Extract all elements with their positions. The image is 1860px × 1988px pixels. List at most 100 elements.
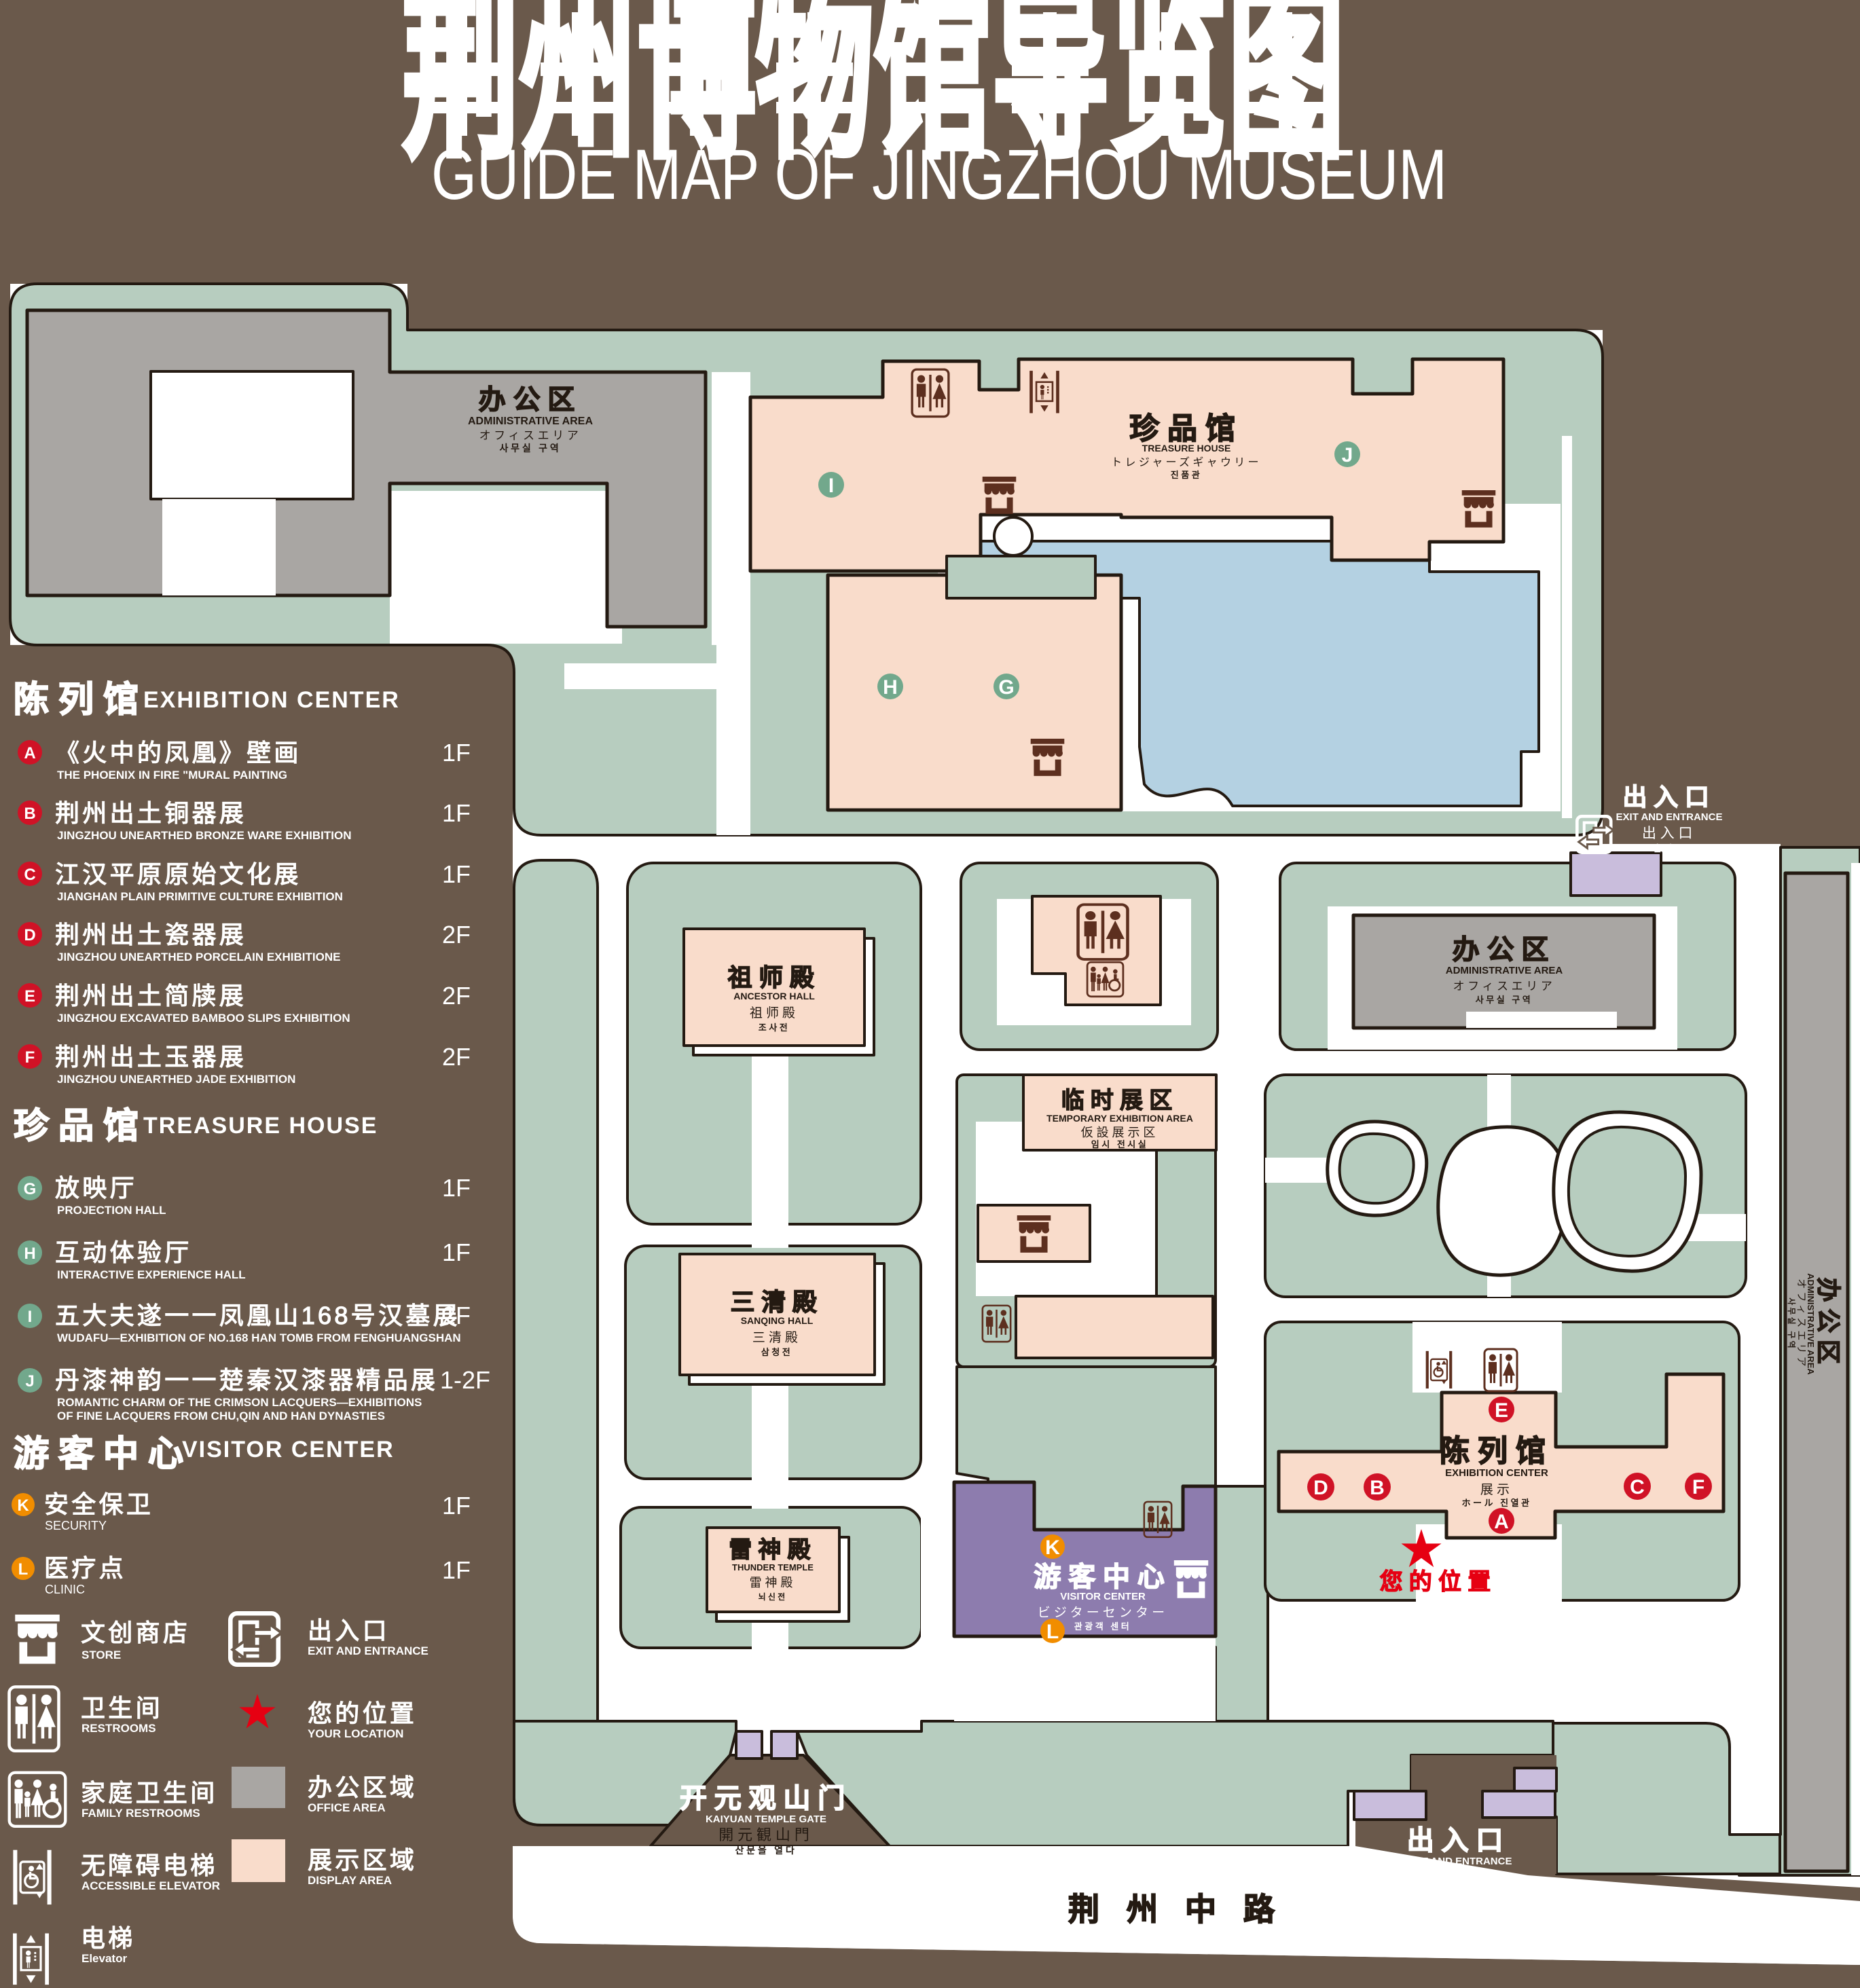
svg-text:D: D xyxy=(24,926,35,944)
svg-text:I: I xyxy=(28,1308,33,1326)
svg-text:出入口: 出入口 xyxy=(1407,1826,1510,1856)
svg-text:GUIDE MAP OF JINGZHOU MUSEUM: GUIDE MAP OF JINGZHOU MUSEUM xyxy=(431,135,1447,215)
svg-text:ADMINISTRATIVE AREA: ADMINISTRATIVE AREA xyxy=(1806,1273,1816,1375)
svg-text:展示区域: 展示区域 xyxy=(308,1846,417,1874)
svg-text:J: J xyxy=(25,1372,34,1391)
svg-text:A: A xyxy=(24,744,35,762)
svg-text:VISITOR CENTER: VISITOR CENTER xyxy=(182,1437,395,1462)
svg-text:出入口: 出入口 xyxy=(1622,783,1715,811)
svg-text:H: H xyxy=(24,1245,35,1263)
svg-text:EXIT AND ENTRANCE: EXIT AND ENTRANCE xyxy=(308,1644,428,1657)
svg-text:トレジャーズギャウリー: トレジャーズギャウリー xyxy=(1111,456,1262,468)
svg-text:荆州博物馆导览图: 荆州博物馆导览图 xyxy=(402,0,1345,180)
svg-text:陈列馆: 陈列馆 xyxy=(14,680,148,720)
svg-text:E: E xyxy=(24,987,35,1006)
svg-text:C: C xyxy=(1630,1476,1645,1498)
svg-text:WUDAFU—EXHIBITION OF NO.168 HA: WUDAFU—EXHIBITION OF NO.168 HAN TOMB FRO… xyxy=(57,1331,461,1344)
svg-text:2F: 2F xyxy=(442,921,471,949)
svg-text:荆州出土简牍展: 荆州出土简牍展 xyxy=(55,982,247,1010)
svg-text:RESTROOMS: RESTROOMS xyxy=(81,1722,156,1735)
svg-text:安全保卫: 安全保卫 xyxy=(44,1490,153,1518)
svg-text:办公区: 办公区 xyxy=(479,385,582,415)
svg-text:ADMINISTRATIVE AREA: ADMINISTRATIVE AREA xyxy=(1446,965,1563,976)
svg-text:EXHIBITION CENTER: EXHIBITION CENTER xyxy=(143,687,400,713)
svg-text:PROJECTION HALL: PROJECTION HALL xyxy=(57,1204,166,1217)
svg-text:《火中的凤凰》壁画: 《火中的凤凰》壁画 xyxy=(55,739,302,767)
svg-text:STORE: STORE xyxy=(81,1649,121,1661)
svg-text:CLINIC: CLINIC xyxy=(45,1583,85,1596)
svg-text:ANCESTOR HALL: ANCESTOR HALL xyxy=(733,991,815,1001)
svg-text:2F: 2F xyxy=(442,1302,471,1329)
svg-text:SANQING HALL: SANQING HALL xyxy=(741,1315,814,1326)
svg-text:B: B xyxy=(1370,1477,1385,1499)
svg-text:1F: 1F xyxy=(442,1556,471,1584)
svg-text:EXIT AND ENTRANCE: EXIT AND ENTRANCE xyxy=(1406,1856,1512,1867)
svg-text:1F: 1F xyxy=(442,739,471,767)
svg-text:1F: 1F xyxy=(442,1238,471,1266)
svg-text:TREASURE HOUSE: TREASURE HOUSE xyxy=(1142,443,1231,454)
svg-text:オフィスエリア: オフィスエリア xyxy=(1453,980,1556,993)
svg-text:DISPLAY AREA: DISPLAY AREA xyxy=(308,1874,392,1887)
svg-text:TEMPORARY EXHIBITION AREA: TEMPORARY EXHIBITION AREA xyxy=(1046,1113,1193,1124)
svg-text:开元观山门: 开元观山门 xyxy=(680,1784,852,1814)
svg-text:出入口: 出入口 xyxy=(1432,1869,1486,1884)
svg-text:陈列馆: 陈列馆 xyxy=(1440,1435,1554,1468)
svg-text:L: L xyxy=(18,1560,29,1579)
svg-text:사무실 구역: 사무실 구역 xyxy=(1787,1297,1797,1350)
svg-text:雷神殿: 雷神殿 xyxy=(750,1576,797,1589)
svg-text:뇌신전: 뇌신전 xyxy=(759,1591,788,1602)
svg-text:진품관: 진품관 xyxy=(1171,470,1202,480)
svg-text:EXHIBITION CENTER: EXHIBITION CENTER xyxy=(1445,1467,1548,1479)
svg-text:G: G xyxy=(998,676,1014,699)
svg-text:D: D xyxy=(1313,1477,1328,1499)
svg-text:OF FINE LACQUERS FROM CHU,QIN: OF FINE LACQUERS FROM CHU,QIN AND HAN DY… xyxy=(57,1410,385,1422)
svg-text:丹漆神韵一一楚秦汉漆器精品展: 丹漆神韵一一楚秦汉漆器精品展 xyxy=(55,1366,438,1394)
svg-text:開元観山門: 開元観山門 xyxy=(718,1826,814,1843)
svg-text:荆州中路: 荆州中路 xyxy=(1068,1892,1302,1927)
svg-text:五大夫遂一一凤凰山168号汉墓展: 五大夫遂一一凤凰山168号汉墓展 xyxy=(55,1302,460,1329)
svg-text:산문을 열다: 산문을 열다 xyxy=(735,1845,797,1856)
svg-text:THUNDER TEMPLE: THUNDER TEMPLE xyxy=(732,1562,814,1572)
svg-text:仮設展示区: 仮設展示区 xyxy=(1081,1126,1159,1139)
svg-text:家庭卫生间: 家庭卫生间 xyxy=(81,1779,218,1807)
svg-text:游客中心: 游客中心 xyxy=(14,1435,193,1474)
svg-text:1F: 1F xyxy=(442,860,471,888)
svg-text:展示: 展示 xyxy=(1480,1483,1513,1497)
svg-text:F: F xyxy=(25,1048,35,1067)
svg-text:TREASURE HOUSE: TREASURE HOUSE xyxy=(143,1113,378,1139)
svg-text:临时展区: 临时展区 xyxy=(1061,1088,1179,1113)
svg-text:办公区: 办公区 xyxy=(1453,935,1556,965)
svg-text:JINGZHOU UNEARTHED BRONZE WARE: JINGZHOU UNEARTHED BRONZE WARE EXHIBITIO… xyxy=(57,829,352,842)
svg-text:2F: 2F xyxy=(442,982,471,1010)
svg-text:K: K xyxy=(17,1496,29,1515)
svg-text:办公区域: 办公区域 xyxy=(308,1773,417,1801)
svg-text:JINGZHOU UNEARTHED PORCELAIN E: JINGZHOU UNEARTHED PORCELAIN EXHIBITIONE xyxy=(57,951,340,963)
svg-text:K: K xyxy=(1045,1536,1060,1559)
svg-text:A: A xyxy=(1494,1511,1509,1533)
svg-text:JINGZHOU UNEARTHED JADE EXHIBI: JINGZHOU UNEARTHED JADE EXHIBITION xyxy=(57,1073,295,1086)
svg-text:祖师殿: 祖师殿 xyxy=(727,963,820,991)
svg-text:Elevator: Elevator xyxy=(81,1952,127,1965)
svg-text:2F: 2F xyxy=(442,1043,471,1071)
svg-text:珍品馆: 珍品馆 xyxy=(14,1107,148,1146)
svg-text:C: C xyxy=(24,866,35,884)
svg-text:KAIYUAN TEMPLE GATE: KAIYUAN TEMPLE GATE xyxy=(706,1814,826,1825)
svg-text:オフィスエリア: オフィスエリア xyxy=(1795,1278,1807,1369)
svg-text:ビジターセンター: ビジターセンター xyxy=(1038,1605,1168,1620)
svg-text:游客中心: 游客中心 xyxy=(1034,1562,1171,1592)
svg-text:电梯: 电梯 xyxy=(81,1924,136,1952)
svg-text:SECURITY: SECURITY xyxy=(45,1519,107,1532)
svg-text:VISITOR CENTER: VISITOR CENTER xyxy=(1060,1591,1146,1602)
svg-text:EXIT AND ENTRANCE: EXIT AND ENTRANCE xyxy=(1616,811,1723,823)
svg-text:THE PHOENIX IN FIRE "MURAL PAI: THE PHOENIX IN FIRE "MURAL PAINTING xyxy=(57,769,287,781)
svg-text:文创商店: 文创商店 xyxy=(81,1619,190,1646)
svg-text:B: B xyxy=(24,805,35,823)
svg-text:OFFICE AREA: OFFICE AREA xyxy=(308,1801,386,1814)
svg-text:임시 전시실: 임시 전시실 xyxy=(1091,1139,1148,1149)
svg-text:출입구: 출입구 xyxy=(1654,843,1685,853)
svg-text:三清殿: 三清殿 xyxy=(752,1330,801,1345)
svg-text:1-2F: 1-2F xyxy=(440,1366,490,1394)
svg-text:H: H xyxy=(883,676,898,699)
svg-text:JINGZHOU EXCAVATED BAMBOO SLIP: JINGZHOU EXCAVATED BAMBOO SLIPS EXHIBITI… xyxy=(57,1012,350,1025)
svg-text:출입구: 출입구 xyxy=(1443,1885,1474,1895)
